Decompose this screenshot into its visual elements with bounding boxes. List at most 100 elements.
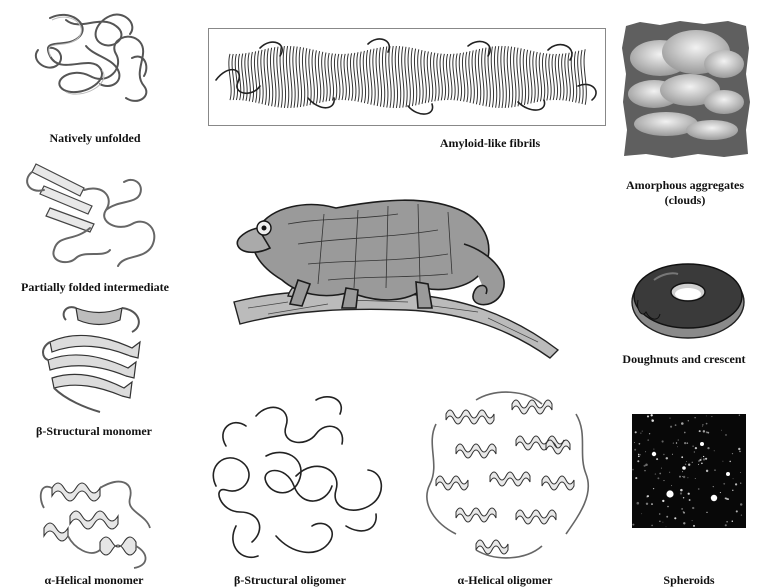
- spheroid-dot: [632, 469, 634, 471]
- spheroid-dot: [647, 415, 649, 417]
- spheroid-dot: [706, 415, 707, 416]
- spheroid-dot: [689, 499, 691, 501]
- spheroid-dot: [683, 511, 685, 513]
- spheroid-dot: [638, 455, 640, 457]
- helix-ribbon: [516, 510, 556, 524]
- spheroid-dot: [683, 497, 684, 498]
- spheroid-dot: [693, 525, 695, 527]
- spheroid-dot: [674, 517, 676, 519]
- spheroid-dot: [740, 483, 741, 484]
- chameleon-panel: [228, 184, 568, 364]
- spheroid-bright-dot: [726, 472, 730, 476]
- spheroid-dot: [711, 416, 712, 417]
- spheroid-dot: [692, 462, 693, 463]
- helix-ribbon: [436, 476, 468, 490]
- spheroid-dot: [637, 502, 640, 505]
- helical-bundle-illustration: [416, 384, 596, 566]
- spheroid-dot: [666, 516, 668, 518]
- spheroid-dot: [666, 526, 667, 527]
- spheroid-dot: [699, 459, 701, 461]
- spheroid-dot: [645, 451, 646, 452]
- spheroid-dot: [667, 506, 669, 508]
- spheroid-dot: [683, 522, 685, 524]
- helix-ribbon: [512, 400, 552, 414]
- spheroid-dot: [632, 524, 634, 526]
- spheroid-dot: [687, 442, 689, 444]
- natively-unfolded-panel: [20, 6, 170, 106]
- spheroid-dot: [657, 477, 659, 479]
- spheroid-dot: [706, 470, 708, 472]
- spheroid-dot: [701, 458, 702, 459]
- spheroid-dot: [644, 465, 646, 467]
- spheroid-dot: [694, 417, 695, 418]
- spheroid-dot: [698, 488, 700, 490]
- alpha-monomer-label: α-Helical monomer: [14, 573, 174, 588]
- spheroid-dot: [701, 462, 703, 464]
- spheroid-dot: [646, 503, 648, 505]
- spheroid-dot: [680, 492, 682, 494]
- spheroid-dot: [720, 492, 721, 493]
- helix-ribbon: [490, 472, 530, 486]
- spheroid-dot: [703, 456, 704, 457]
- tangled-coil-illustration: [196, 386, 392, 568]
- spheroid-dot: [684, 442, 686, 444]
- spheroid-dot: [662, 440, 664, 442]
- spheroid-dot: [678, 439, 680, 441]
- amorphous-label-line1: Amorphous aggregates: [610, 178, 760, 193]
- spheroid-dot: [662, 500, 664, 502]
- spheroid-illustration: [632, 414, 746, 528]
- spheroid-dot: [732, 490, 733, 491]
- natively-unfolded-label: Natively unfolded: [20, 131, 170, 146]
- spheroid-dot: [732, 520, 733, 521]
- spheroid-dot: [649, 433, 650, 434]
- spheroid-dot: [695, 478, 696, 479]
- doughnuts-label: Doughnuts and crescent: [608, 352, 760, 367]
- spheroid-dot: [687, 477, 688, 478]
- spheroid-dot: [681, 456, 683, 458]
- spheroid-dot: [682, 476, 683, 477]
- helix-ribbon: [446, 410, 494, 424]
- spheroid-dot: [706, 431, 708, 433]
- alpha-helix-illustration: [30, 458, 170, 572]
- spheroid-dot: [642, 431, 643, 432]
- spheroid-dot: [723, 483, 725, 485]
- spheroid-dot: [641, 513, 642, 514]
- spheroid-dot: [705, 458, 707, 460]
- spheroid-dot: [662, 522, 663, 523]
- spheroid-bright-dot: [700, 442, 704, 446]
- spheroid-dot: [656, 458, 658, 460]
- spheroid-bright-dot: [682, 466, 686, 470]
- spheroid-dot: [681, 422, 684, 425]
- spheroid-dot: [686, 461, 687, 462]
- spheroid-dot: [666, 457, 668, 459]
- fibril-illustration: [208, 28, 606, 126]
- spheroid-dot: [713, 486, 714, 487]
- alpha-oligomer-label: α-Helical oligomer: [420, 573, 590, 588]
- spheroid-dot: [680, 489, 683, 492]
- spheroid-dot: [725, 498, 727, 500]
- spheroid-dot: [679, 476, 681, 478]
- spheroid-bright-dot: [666, 490, 673, 497]
- beta-monomer-panel: [36, 300, 156, 418]
- spheroid-dot: [703, 430, 705, 432]
- partially-folded-panel: [14, 154, 174, 272]
- cloud-illustration: [620, 18, 752, 160]
- spheroid-dot: [702, 426, 703, 427]
- spheroid-dot: [722, 461, 723, 462]
- spheroid-dot: [725, 434, 726, 435]
- beta-oligomer-label: β-Structural oligomer: [200, 573, 380, 588]
- spheroid-dot: [682, 471, 683, 472]
- spheroid-dot: [651, 419, 654, 422]
- doughnut-panel: [628, 252, 748, 344]
- spheroid-dot: [637, 460, 639, 462]
- spheroid-dot: [741, 514, 742, 515]
- amorphous-label: Amorphous aggregates (clouds): [610, 178, 760, 208]
- spheroid-dot: [663, 454, 664, 455]
- spheroid-dot: [663, 480, 664, 481]
- partially-folded-illustration: [14, 154, 174, 272]
- spheroid-dot: [669, 472, 670, 473]
- spheroid-dot: [644, 470, 646, 472]
- spheroid-dot: [685, 464, 686, 465]
- spheroid-dot: [732, 453, 733, 454]
- helix-ribbon: [456, 508, 496, 522]
